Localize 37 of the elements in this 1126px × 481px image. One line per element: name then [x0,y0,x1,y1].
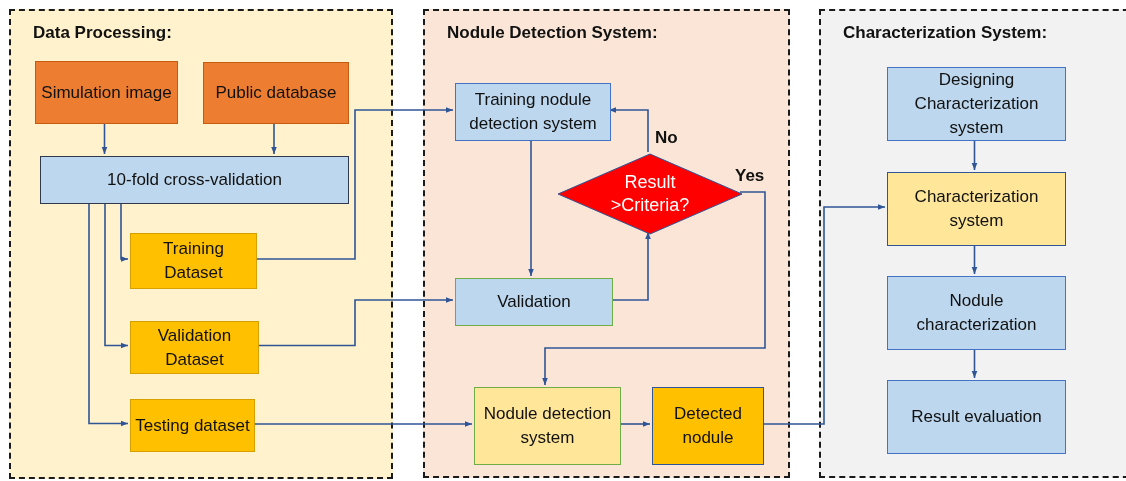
connector-arrow [761,204,886,425]
connector-arrow [88,201,129,427]
connector-arrow [101,121,108,155]
panel-heading: Data Processing: [33,23,172,43]
process-box: Designing Characterization system [887,67,1066,141]
connector-arrow [120,201,129,262]
connector-arrow [608,107,649,153]
panel-heading: Nodule Detection System: [447,23,658,43]
process-box: Simulation image [35,61,178,124]
connector-arrow [254,107,454,260]
panel-heading: Characterization System: [843,23,1048,43]
process-box: Testing dataset [130,399,255,452]
connector-arrow [104,201,129,349]
connector-arrow [610,231,651,301]
process-box: Nodule characterization [887,276,1066,350]
process-box: Characterization system [887,172,1066,246]
process-box: 10-fold cross-validation [40,156,349,204]
process-box: Result evaluation [887,380,1066,454]
connector-arrow [971,243,978,275]
process-box: Training Dataset [130,233,257,289]
process-box: Nodule detection system [474,387,621,465]
process-box: Public database [203,62,349,124]
connector-arrow [618,421,651,427]
process-box: Detected nodule [652,387,764,465]
connector-arrow [252,421,473,427]
process-box: Validation [455,278,613,326]
process-box: Validation Dataset [130,321,259,374]
connector-arrow [271,121,277,155]
connector-arrow [542,191,766,386]
connector-arrow [528,138,534,277]
connector-arrow [971,138,978,171]
dashed-group-panel [423,9,790,478]
dashed-group-panel [819,9,1126,478]
connector-arrow [971,347,978,379]
process-box: Training nodule detection system [455,83,611,141]
connector-arrow [256,297,454,347]
dashed-group-panel [9,9,393,479]
